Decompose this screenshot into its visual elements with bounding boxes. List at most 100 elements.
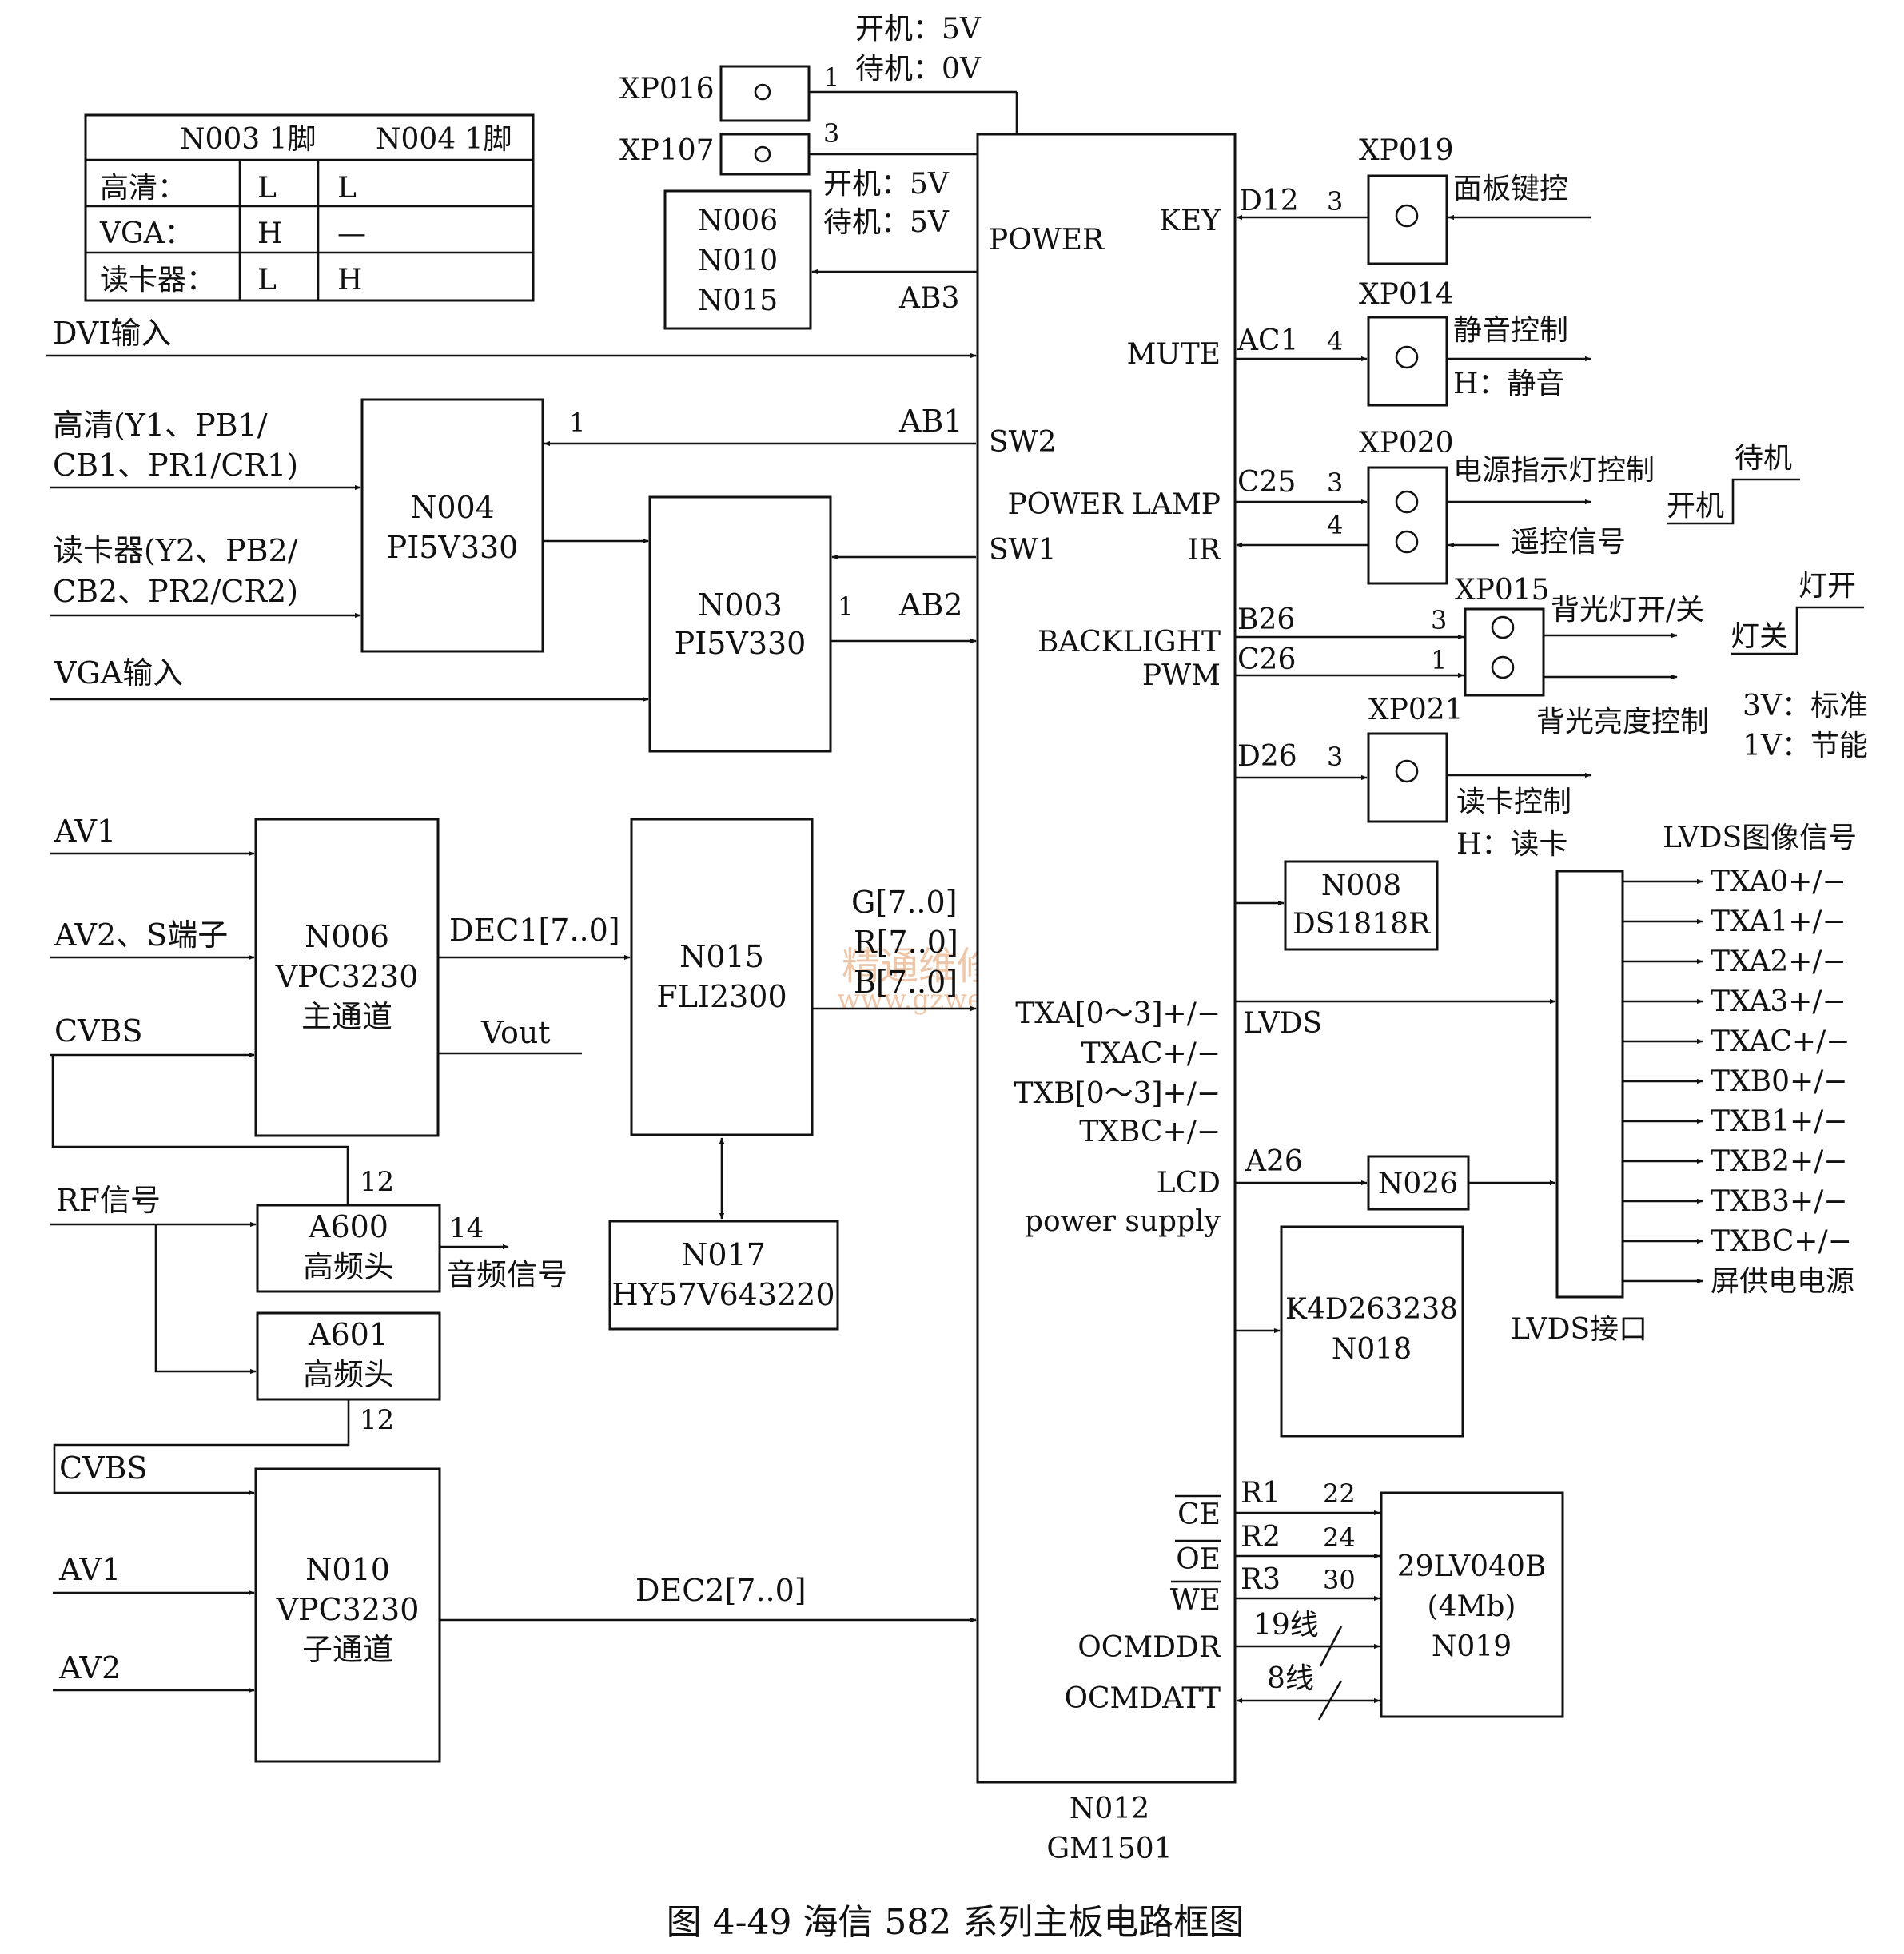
xp016-on-note: 开机：5V [855, 13, 982, 46]
lvds-output-label: TXA1+/− [1711, 905, 1846, 938]
signal-ab2: AB2 [898, 587, 963, 623]
n019-size: (4Mb) [1428, 1590, 1516, 1623]
pin-number: 30 [1323, 1565, 1356, 1595]
input-hd-line1: 高清(Y1、PB1/ [53, 408, 268, 443]
lvds-output-label: TXBC+/− [1711, 1225, 1852, 1258]
pin-lcd: LCD [1157, 1167, 1221, 1200]
a600-type: 高频头 [303, 1249, 394, 1284]
signal-dec2: DEC2[7..0] [635, 1573, 807, 1608]
pin-number: 24 [1323, 1522, 1356, 1553]
signal-19-lines: 19线 [1253, 1609, 1319, 1642]
table-header-n003: N003 1脚 [180, 123, 317, 156]
signal-c26: C26 [1237, 643, 1296, 676]
mode-table: N003 1脚 N004 1脚 高清： L L VGA： H — 读卡器： L … [84, 113, 535, 302]
n018-name: N018 [1332, 1333, 1412, 1366]
xp014-label: XP014 [1359, 278, 1454, 311]
a601-block [256, 1311, 441, 1401]
input-cvbs2: CVBS [59, 1451, 147, 1486]
lvds-output-label: TXB2+/− [1711, 1145, 1847, 1178]
power-targets-box [663, 189, 812, 330]
pin-number: 4 [1327, 510, 1343, 540]
n003-block [648, 495, 832, 753]
xp014-pin-icon [1395, 345, 1419, 369]
pin-number: 1 [1431, 645, 1447, 675]
table-cell: L [337, 172, 357, 205]
lvds-signal-label: LVDS图像信号 [1663, 822, 1857, 854]
a601-name: A601 [308, 1317, 388, 1352]
output-mute-h: H：静音 [1453, 368, 1564, 400]
pin-number: 3 [1431, 605, 1447, 635]
output-standby: 待机 [1735, 442, 1792, 475]
mode-table-frame [84, 113, 535, 302]
pin-sw2: SW2 [989, 426, 1057, 459]
n019-name: N019 [1432, 1630, 1512, 1663]
signal-d12: D12 [1239, 185, 1299, 217]
pin-sw1: SW1 [989, 534, 1057, 567]
input-av2-s: AV2、S端子 [54, 917, 228, 953]
output-remote: 遥控信号 [1511, 526, 1626, 559]
n010-role: 子通道 [302, 1632, 393, 1667]
table-row-label: VGA： [99, 217, 193, 250]
xp020-label: XP020 [1359, 427, 1454, 460]
main-chip-name: N012 [1070, 1793, 1149, 1825]
n003-name: N003 [698, 587, 783, 623]
output-led-ctrl: 电源指示灯控制 [1453, 454, 1655, 487]
output-3v: 3V：标准 [1743, 690, 1868, 722]
input-av2-2: AV2 [58, 1650, 121, 1685]
table-cell: H [257, 217, 282, 250]
pin-power-lamp: POWER LAMP [1007, 488, 1221, 521]
pin-we: WE [1170, 1584, 1221, 1617]
table-cell: L [257, 172, 277, 205]
input-card-line2: CB2、PR2/CR2) [53, 574, 298, 609]
signal-b26: B26 [1237, 603, 1295, 636]
input-av1: AV1 [54, 814, 116, 849]
input-av1-2: AV1 [58, 1552, 121, 1587]
signal-d26: D26 [1237, 740, 1297, 773]
xp016-label: XP016 [619, 73, 715, 105]
pin-ocmdatt: OCMDATT [1064, 1682, 1221, 1715]
flash-section: 29LV040B (4Mb) N019 R1 22 R2 24 R3 30 19… [1235, 1477, 1564, 1721]
lvds-interface-label: LVDS接口 [1511, 1313, 1647, 1346]
pin-txac: TXAC+/− [1081, 1037, 1221, 1070]
xp019-pin-icon [1395, 204, 1419, 228]
pin-ocmddr: OCMDDR [1077, 1631, 1221, 1664]
xp020-pin-icon [1395, 530, 1419, 554]
power-target-n010: N010 [698, 245, 778, 277]
input-vga: VGA输入 [54, 655, 183, 690]
xp016-off-note: 待机：0V [855, 53, 982, 86]
output-mute-ctrl: 静音控制 [1453, 314, 1568, 347]
signal-lvds: LVDS [1243, 1007, 1322, 1040]
pin-txbc: TXBC+/− [1079, 1116, 1221, 1148]
pin-number: 1 [569, 408, 585, 438]
pin-ir: IR [1188, 534, 1221, 567]
n004-block [360, 398, 544, 653]
xp015-pin-icon [1491, 655, 1515, 679]
n003-part: PI5V330 [675, 626, 807, 661]
signal-c25: C25 [1237, 466, 1296, 499]
n019-part: 29LV040B [1397, 1550, 1547, 1583]
xp015-label: XP015 [1455, 574, 1550, 607]
pin-ce: CE [1177, 1498, 1221, 1531]
pin-power-supply: power supply [1025, 1205, 1221, 1238]
output-brightness: 背光亮度控制 [1536, 706, 1709, 738]
signal-r1: R1 [1241, 1477, 1281, 1510]
n006-block [254, 818, 440, 1137]
table-row-label: 高清： [100, 172, 186, 205]
input-card-line1: 读卡器(Y2、PB2/ [53, 533, 298, 568]
xp107-on-note: 开机：5V [823, 168, 950, 201]
table-cell: H [337, 264, 362, 296]
lvds-interface-block [1555, 870, 1624, 1299]
lvds-output-list: TXA0+/−TXA1+/−TXA2+/−TXA3+/−TXAC+/−TXB0+… [1623, 866, 1854, 1298]
output-card-ctrl: 读卡控制 [1456, 786, 1571, 818]
pin-number: 3 [823, 118, 839, 149]
table-cell: — [337, 217, 366, 250]
n026-block [1367, 1155, 1470, 1211]
n018-block [1280, 1225, 1464, 1438]
n017-part: HY57V643220 [611, 1277, 834, 1312]
signal-r2: R2 [1241, 1521, 1281, 1554]
pin-number: 12 [360, 1404, 394, 1436]
main-chip-part: GM1501 [1046, 1833, 1172, 1865]
lvds-section: N008 DS1818R LVDS A26 N026 K4D263238 N01… [1235, 822, 1857, 1438]
xp020-connector [1367, 466, 1448, 585]
